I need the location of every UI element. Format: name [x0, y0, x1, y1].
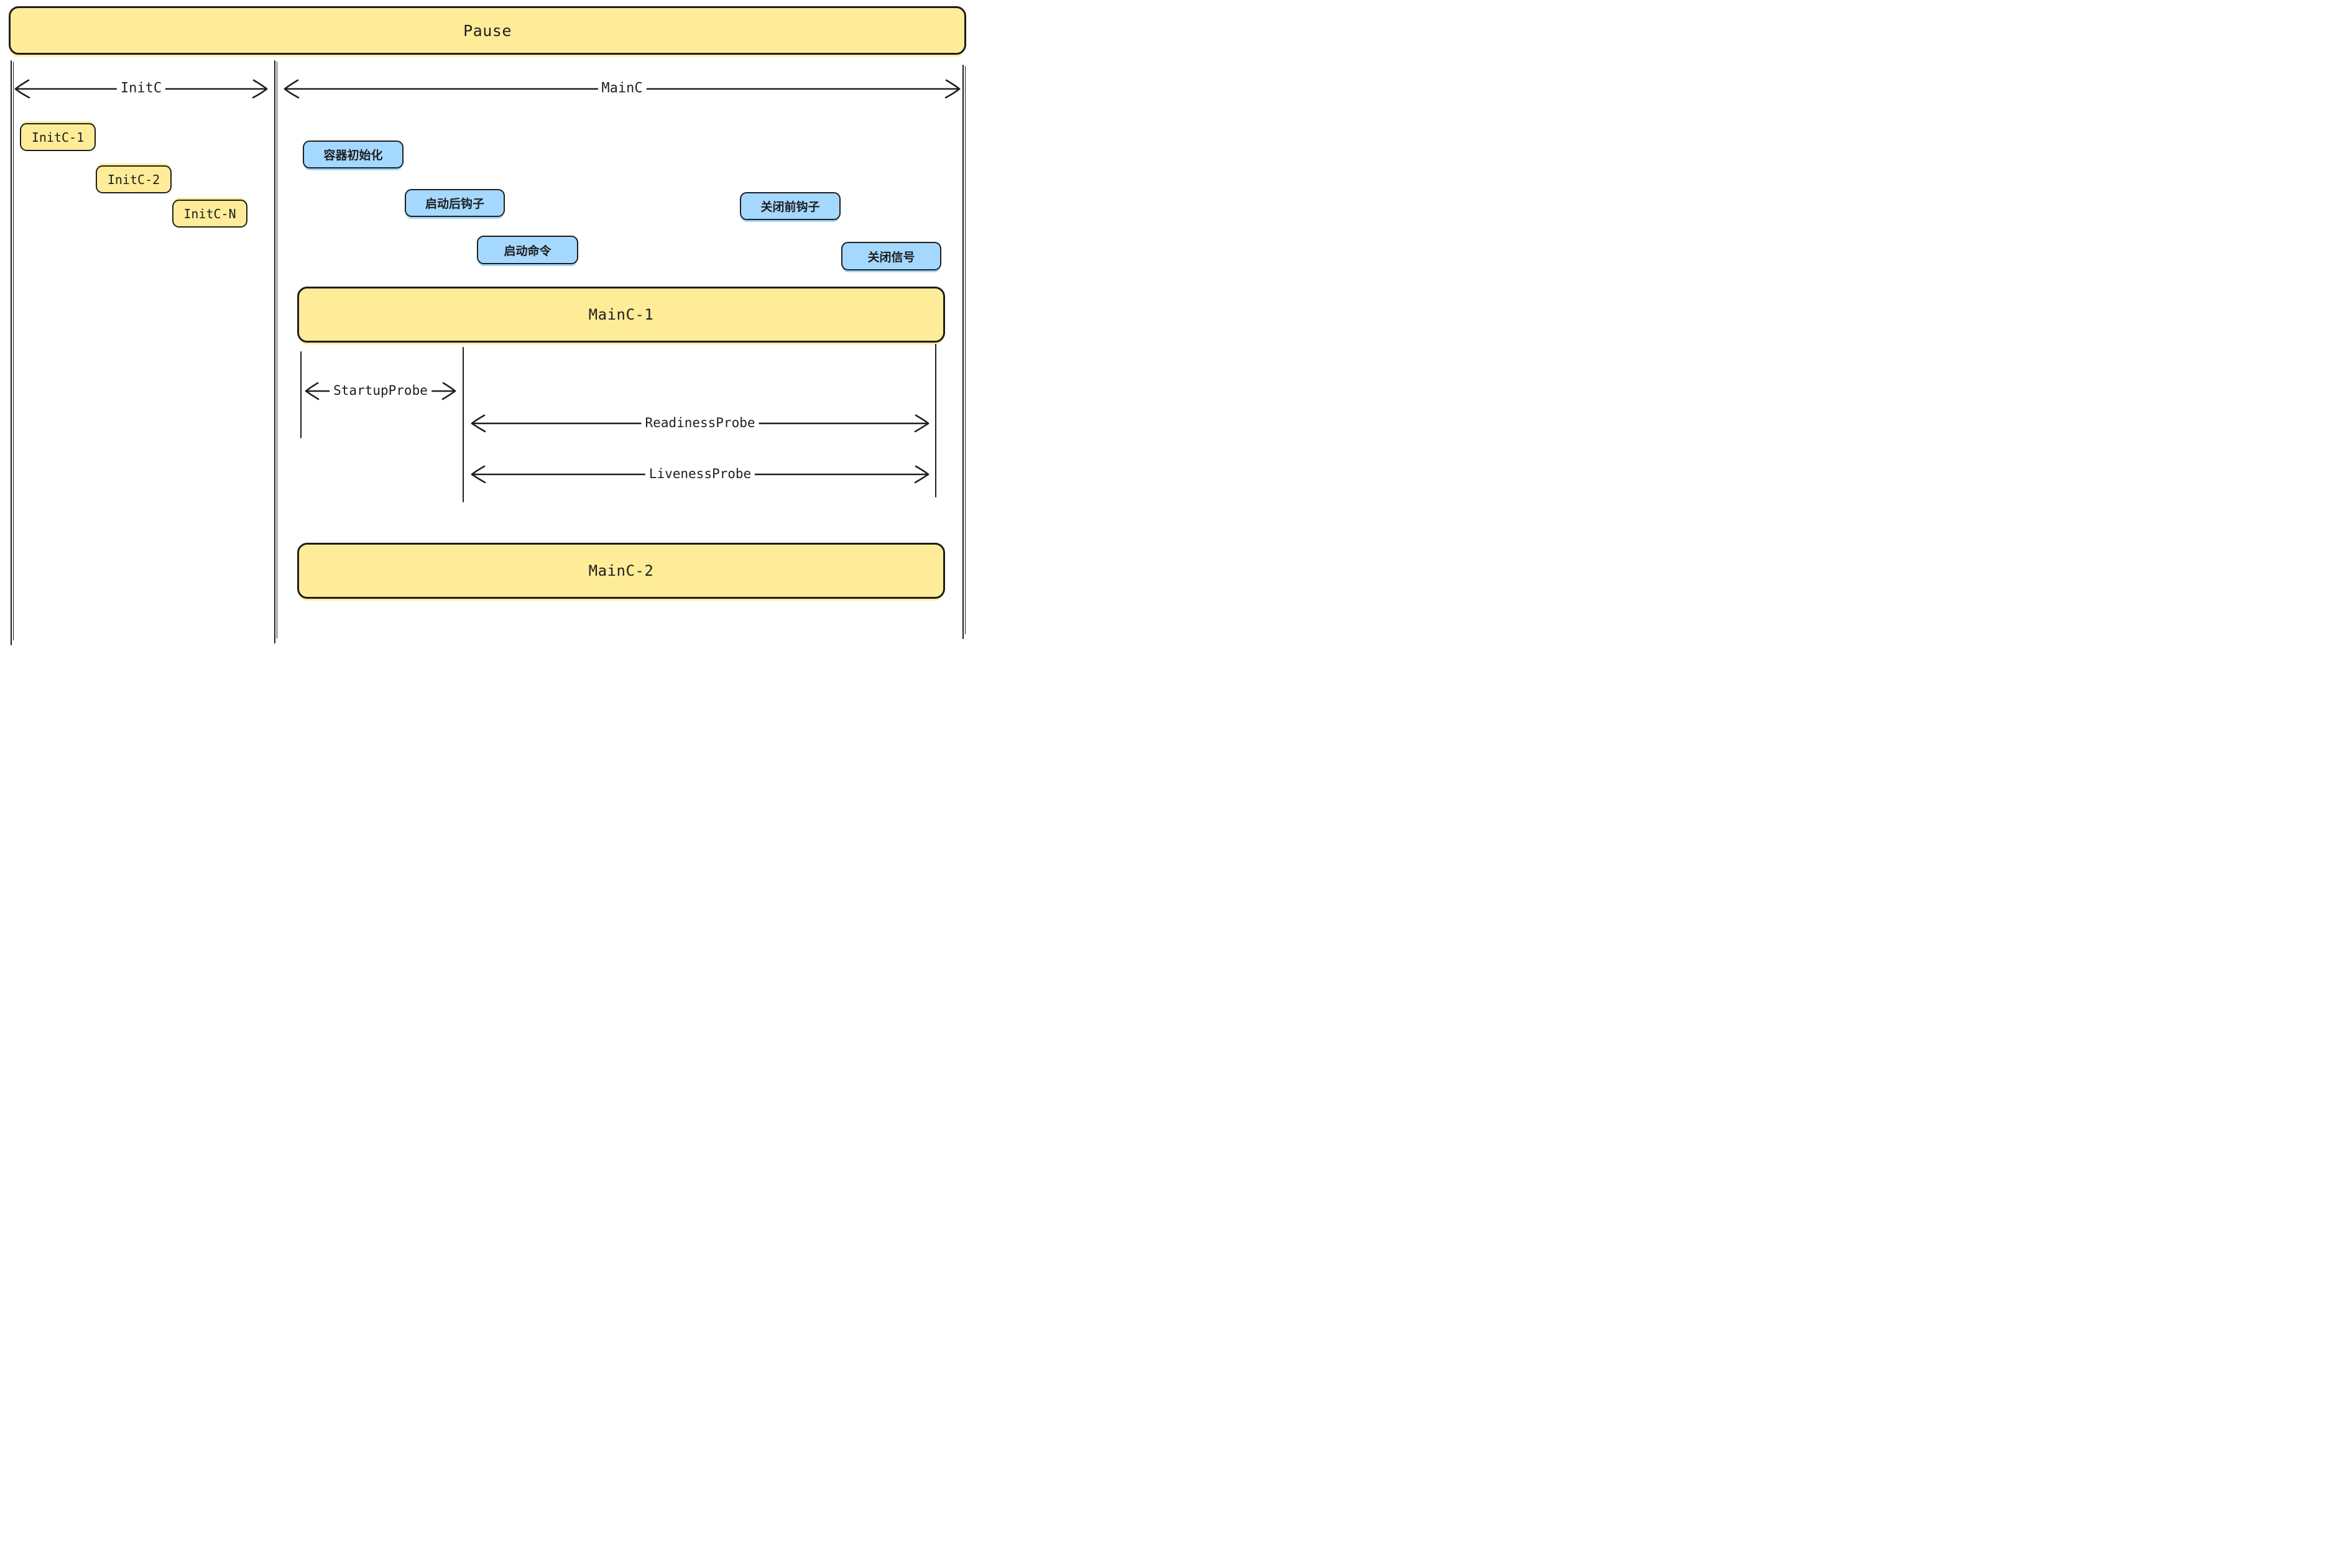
- pod-right-boundary-line: [962, 65, 967, 639]
- event-label: 启动命令: [504, 244, 551, 258]
- initc-arrow-label: InitC: [116, 80, 166, 96]
- probe-end-tick: [935, 344, 936, 497]
- mainc-arrow-label: MainC: [598, 80, 647, 96]
- readiness-probe-label: ReadinessProbe: [641, 415, 759, 431]
- init-container-box: InitC-1: [20, 123, 96, 151]
- mainc-lane-arrow: MainC: [280, 78, 964, 100]
- mainc1-label: MainC-1: [588, 306, 654, 323]
- init-container-box: InitC-N: [172, 200, 247, 228]
- pod-left-boundary-line: [11, 60, 15, 645]
- probe-divider-tick: [463, 347, 464, 502]
- init-container-label: InitC-1: [31, 129, 85, 145]
- readiness-probe-arrow: ReadinessProbe: [468, 412, 932, 435]
- pause-bar: Pause: [9, 6, 966, 55]
- initc-mainc-divider-line: [274, 60, 279, 643]
- event-label: 关闭信号: [867, 250, 915, 264]
- mainc2-label: MainC-2: [588, 562, 654, 579]
- mainc2-bar: MainC-2: [297, 543, 945, 599]
- event-label: 启动后钩子: [425, 197, 484, 211]
- event-box-poststart-hook: 启动后钩子: [405, 189, 505, 217]
- event-box-stop-signal: 关闭信号: [841, 242, 941, 270]
- event-box-prestop-hook: 关闭前钩子: [740, 192, 841, 220]
- initc-lane-arrow: InitC: [11, 78, 271, 100]
- init-container-label: InitC-N: [183, 206, 236, 221]
- event-box-container-init: 容器初始化: [303, 141, 404, 168]
- startup-probe-arrow: StartupProbe: [302, 380, 459, 402]
- startup-probe-start-tick: [300, 351, 302, 438]
- init-container-label: InitC-2: [107, 172, 160, 187]
- event-box-start-command: 启动命令: [477, 236, 578, 264]
- mainc1-bar: MainC-1: [297, 287, 945, 343]
- event-label: 关闭前钩子: [760, 200, 820, 214]
- init-container-box: InitC-2: [96, 165, 172, 193]
- liveness-probe-arrow: LivenessProbe: [468, 463, 932, 486]
- pod-lifecycle-diagram: Pause InitC MainC InitC-1 InitC-2 InitC-…: [0, 0, 975, 652]
- liveness-probe-label: LivenessProbe: [645, 466, 755, 482]
- event-label: 容器初始化: [323, 149, 383, 162]
- startup-probe-label: StartupProbe: [330, 383, 431, 399]
- pause-label: Pause: [463, 21, 512, 40]
